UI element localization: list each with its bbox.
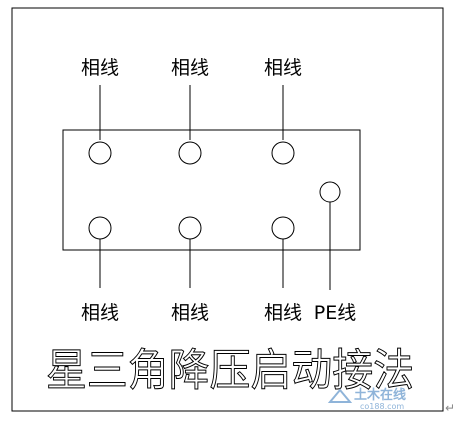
pe-label: PE线	[314, 302, 356, 324]
watermark: 土木在线 co188.com	[327, 387, 406, 411]
top-label-1: 相线	[81, 57, 119, 79]
watermark-brand: 土木在线	[354, 387, 406, 403]
terminal-top-1	[88, 141, 112, 165]
terminal-block	[62, 129, 361, 251]
terminal-top-3	[271, 141, 295, 165]
top-label-3: 相线	[264, 57, 302, 79]
top-label-2: 相线	[171, 57, 209, 79]
bottom-label-3: 相线	[264, 302, 302, 324]
terminal-pe	[319, 181, 341, 203]
bottom-label-1: 相线	[81, 302, 119, 324]
terminal-top-2	[178, 141, 202, 165]
bottom-label-2: 相线	[171, 302, 209, 324]
outer-frame	[11, 7, 444, 412]
return-mark: ↵	[445, 401, 455, 415]
terminal-bottom-3	[271, 216, 295, 240]
diagram-title: 星三角降压启动接法	[46, 345, 414, 396]
watermark-logo-icon	[327, 388, 353, 403]
terminal-bottom-1	[88, 216, 112, 240]
terminal-bottom-2	[178, 216, 202, 240]
watermark-sub: co188.com	[360, 402, 404, 411]
